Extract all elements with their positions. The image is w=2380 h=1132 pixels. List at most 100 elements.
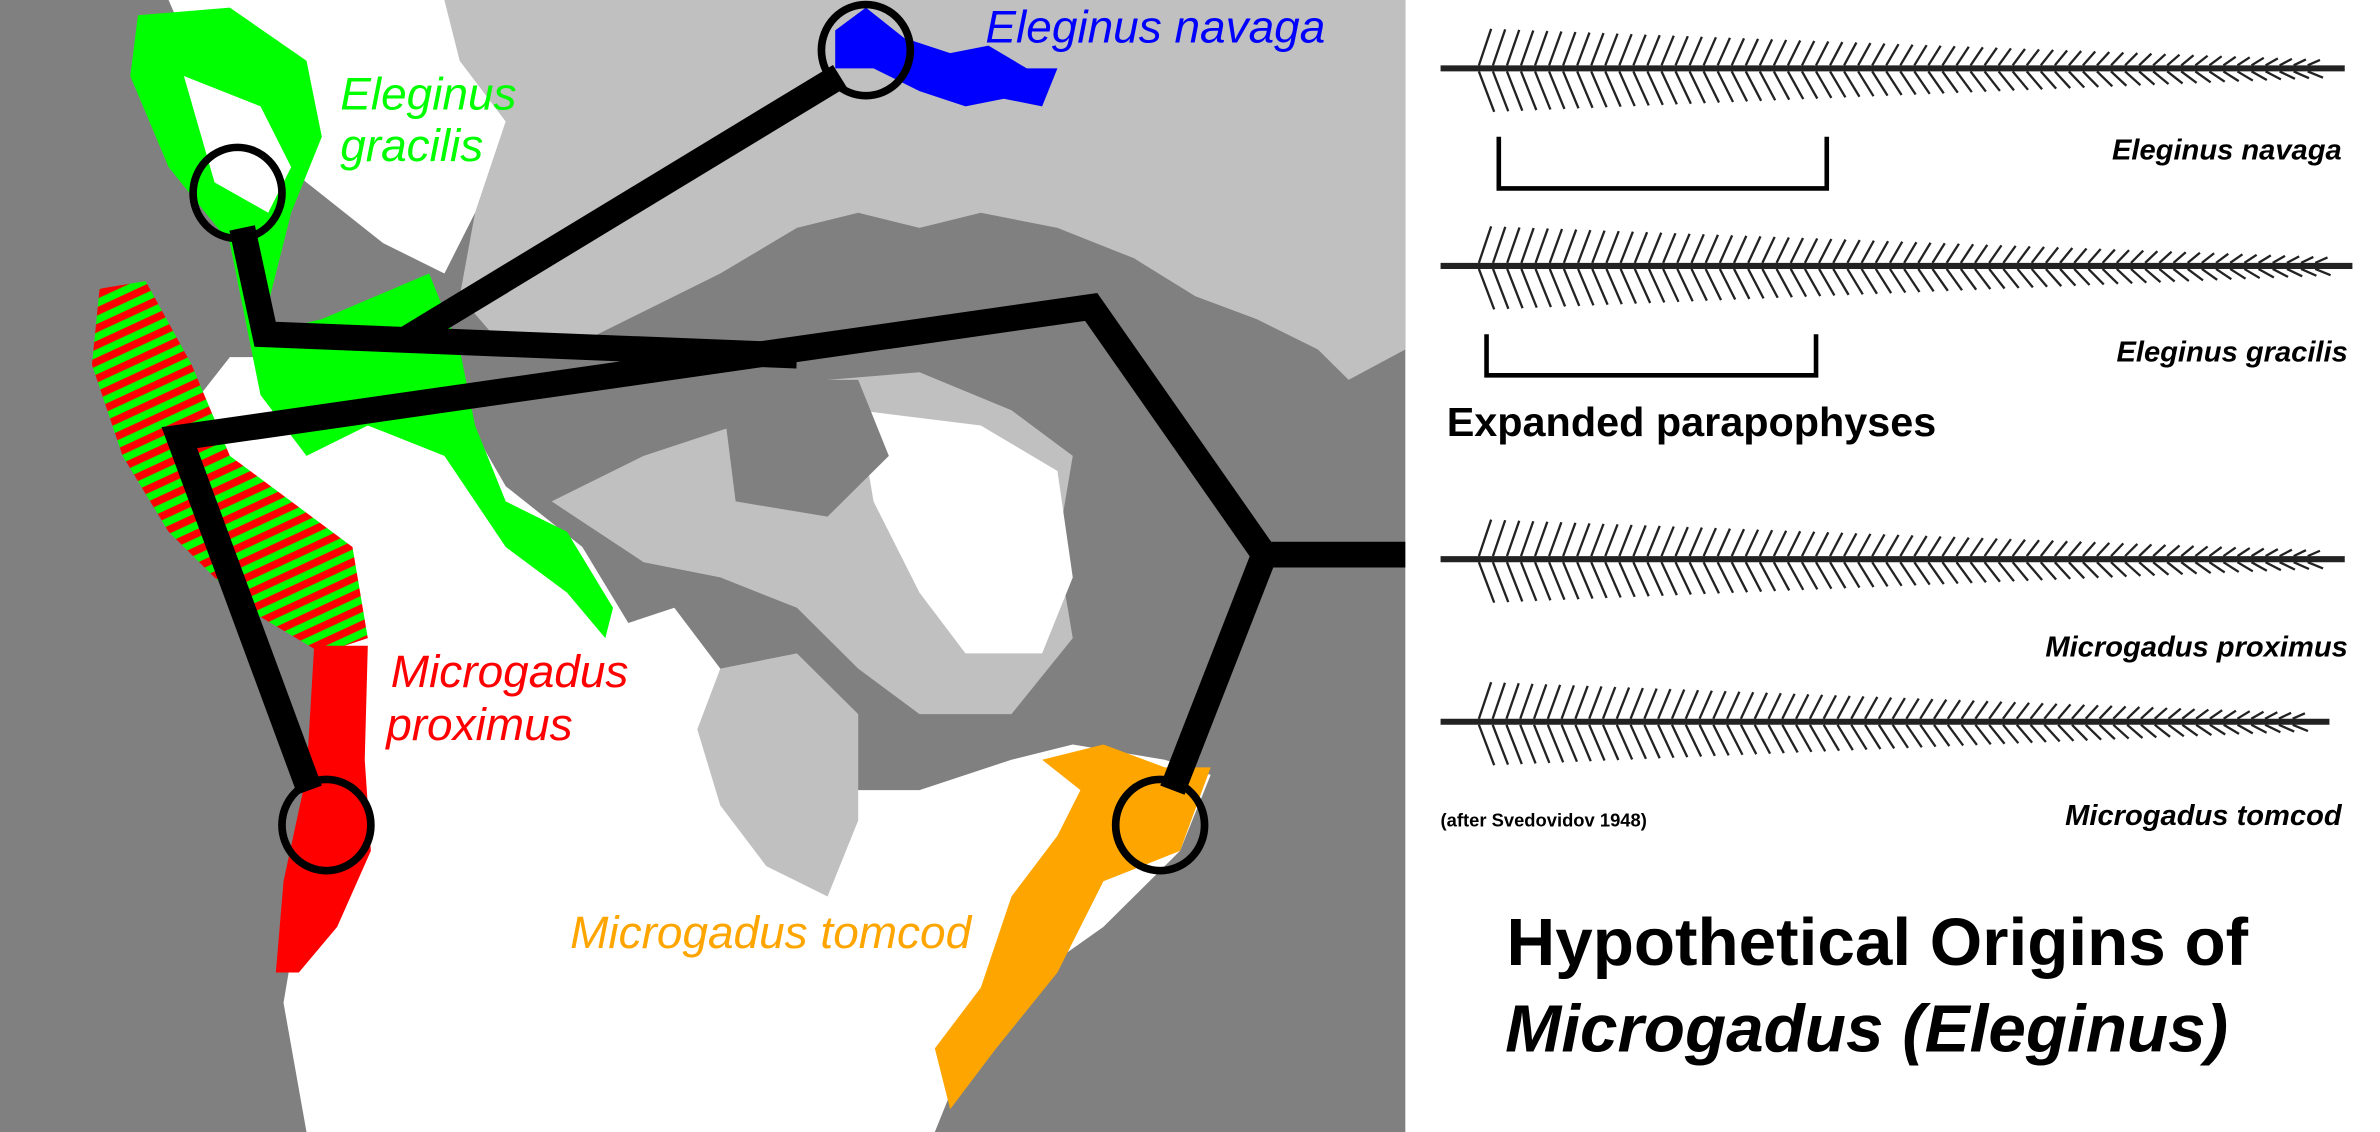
skeleton-bone — [2250, 710, 2265, 720]
skeleton-bone — [2229, 253, 2244, 264]
skeleton-bone — [1960, 700, 1975, 720]
skeleton-bone — [2307, 70, 2324, 79]
skeleton-bone — [2116, 268, 2133, 285]
skeleton-bone — [1903, 241, 1918, 264]
skeleton-bone — [2030, 268, 2048, 288]
skeleton-bone — [1919, 698, 1934, 720]
skeleton-bone — [1506, 227, 1521, 264]
skeleton-bone — [2071, 704, 2086, 720]
skeleton-bone — [2278, 711, 2292, 720]
skeleton-bone — [2265, 561, 2282, 572]
skeleton-bone — [1662, 268, 1680, 303]
skeleton-bone — [1605, 230, 1620, 264]
skeleton-bone — [2222, 55, 2237, 67]
skeleton-bone — [1795, 724, 1813, 753]
eurasia-landmass — [444, 0, 1406, 380]
skeleton-bone — [2154, 723, 2171, 738]
skeleton-bone — [1843, 532, 1858, 557]
skeleton-bone — [1548, 561, 1566, 601]
skeleton-bone — [1899, 534, 1914, 557]
skeleton-bone — [2286, 255, 2300, 264]
skeleton-bone — [1795, 693, 1810, 720]
skeleton-bone — [2236, 547, 2251, 558]
skeleton-bone — [2025, 48, 2040, 67]
skeleton-bone — [2307, 58, 2321, 67]
skeleton-bone — [1857, 533, 1872, 557]
skeleton-bone — [1520, 268, 1538, 309]
skeleton-bone — [2144, 268, 2162, 283]
skeleton-bone — [2082, 70, 2100, 88]
expanded-parapophyses-label: Expanded parapophyses — [1447, 399, 1937, 445]
skeleton-bone — [2152, 53, 2167, 67]
range-eleginus-navaga — [835, 7, 1058, 107]
skeleton-bone — [1829, 70, 1847, 98]
skeleton-bone — [1519, 30, 1535, 66]
skeleton-bone — [2011, 48, 2026, 67]
skeleton-bone — [2124, 52, 2139, 67]
skeleton-bone — [1857, 561, 1875, 588]
skeleton-bone — [1548, 70, 1566, 110]
skeleton-bone — [1698, 724, 1716, 757]
skeleton-bone — [2002, 245, 2017, 264]
skeleton-bone — [1800, 561, 1819, 590]
skeleton-bone — [2096, 70, 2114, 88]
skeleton-bone — [1836, 724, 1854, 751]
skeleton-bone — [1899, 561, 1917, 586]
bracket-gracilis — [1484, 334, 1819, 378]
skeleton-bone — [1815, 531, 1830, 557]
skeleton-bone — [1786, 561, 1805, 591]
skeleton-bone — [2059, 247, 2074, 264]
skeleton-bone — [1888, 241, 1904, 264]
skeleton-bone — [1660, 561, 1678, 596]
skeleton-bone — [1767, 692, 1782, 720]
skeleton-microgadus-tomcod — [1440, 681, 2330, 766]
skeleton-bone — [1491, 724, 1510, 766]
skeleton-bone — [1562, 522, 1577, 557]
skeleton-bone — [2229, 267, 2247, 280]
skeleton-bone — [1803, 238, 1819, 264]
skeleton-bone — [2124, 543, 2139, 557]
skeleton-bone — [1843, 70, 1861, 98]
skeleton-label-gracilis: Eleginus gracilis — [2116, 337, 2347, 369]
skeleton-bone — [2186, 251, 2201, 264]
skeleton-bone — [2152, 561, 2170, 576]
north-america-landmass — [176, 357, 1211, 1132]
skeleton-bone — [1899, 70, 1917, 96]
skeleton-bone — [1726, 724, 1744, 756]
skeleton-bone — [1885, 561, 1903, 587]
skeleton-bone — [1761, 268, 1779, 299]
skeleton-bone — [1562, 31, 1577, 66]
skeleton-bone — [2002, 268, 2020, 289]
skeleton-bone — [1519, 70, 1538, 111]
skeleton-bone — [2265, 57, 2279, 67]
skeleton-bone — [1891, 697, 1906, 720]
skeleton-bone — [2209, 709, 2223, 720]
skeleton-bone — [1688, 70, 1706, 104]
skeleton-bone — [2016, 245, 2031, 264]
skeleton-bone — [1591, 230, 1606, 264]
skeleton-label-proximus: Microgadus proximus — [2045, 632, 2347, 664]
skeleton-bone — [1562, 70, 1580, 109]
skeleton-bone — [1590, 523, 1605, 557]
skeleton-bone — [2194, 54, 2209, 67]
skeleton-bone — [2101, 268, 2119, 285]
skeleton-bone — [2073, 247, 2088, 264]
skeleton-bone — [2215, 252, 2229, 264]
skeleton-bone — [1618, 561, 1636, 598]
skeleton-bone — [2054, 561, 2072, 580]
line-tomcod — [1160, 549, 1277, 795]
skeleton-bone — [2250, 547, 2265, 558]
skeleton-bone — [1997, 561, 2015, 582]
skeleton-bone — [2068, 541, 2083, 557]
skeleton-bone — [1960, 724, 1978, 746]
skeleton-bone — [2030, 246, 2045, 264]
skeleton-bone — [1662, 232, 1677, 264]
skeleton-bone — [2167, 707, 2182, 720]
skeleton-bone — [1931, 268, 1949, 292]
skeleton-bone — [1829, 532, 1844, 557]
skeleton-bone — [1730, 70, 1749, 102]
skeleton-bone — [2082, 561, 2100, 579]
skeleton-bone — [1803, 268, 1822, 297]
skeleton-bone — [2279, 561, 2296, 571]
skeleton-bone — [1899, 44, 1914, 66]
